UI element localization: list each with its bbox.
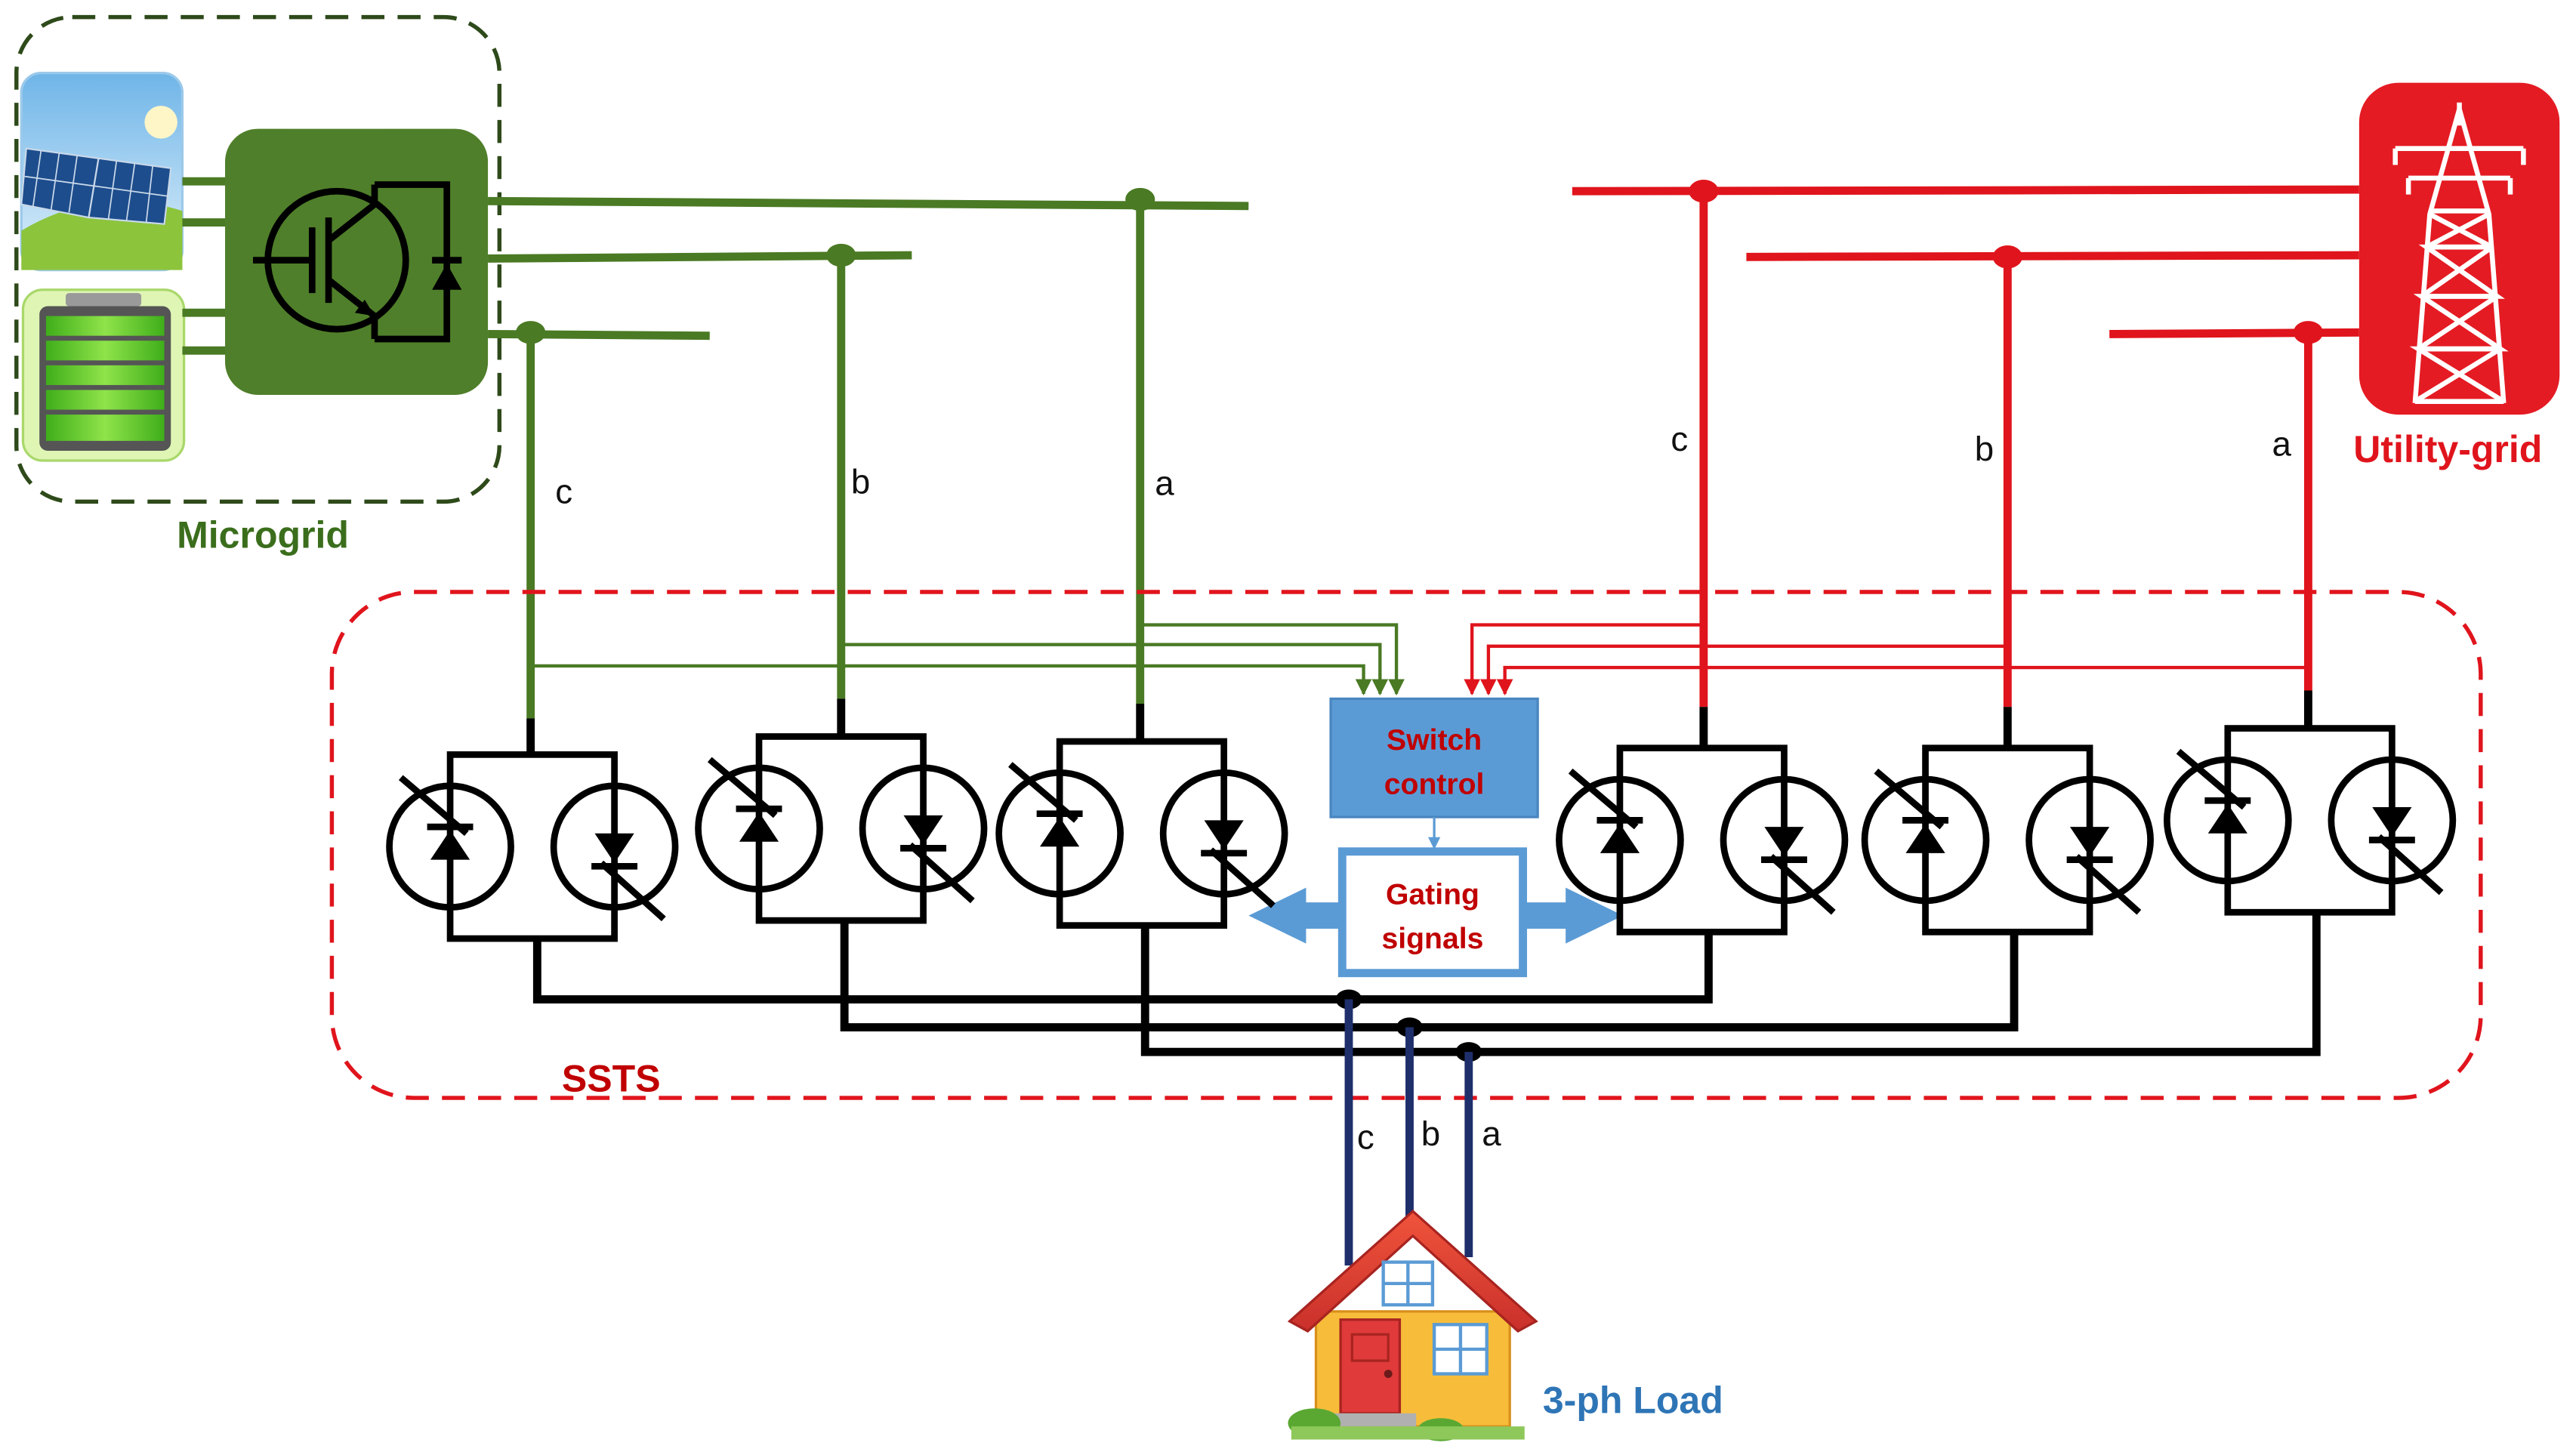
microgrid-label: Microgrid <box>177 513 349 556</box>
thyristor-pair-ug-b <box>1865 748 2151 932</box>
thyristor-pair-ug-a <box>2167 729 2453 913</box>
gating-line2: signals <box>1381 923 1483 955</box>
utility-buses <box>1572 185 2359 707</box>
thyristor-pair-mg-a <box>999 741 1285 926</box>
gating-arrows <box>1248 887 1624 944</box>
thyristor-pair-mg-b <box>699 736 985 920</box>
microgrid-buses <box>488 196 1249 719</box>
load-phase-b: b <box>1421 1114 1440 1153</box>
switch-control-line2: control <box>1384 769 1485 801</box>
ssts-boundary <box>329 590 2483 1100</box>
load-phase-a: a <box>1482 1114 1501 1153</box>
load-label: 3-ph Load <box>1543 1379 1723 1422</box>
thyristor-pair-mg-c <box>390 754 676 939</box>
load-phase-c: c <box>1357 1117 1374 1156</box>
house-icon <box>1287 1209 1538 1441</box>
utility-phase-c: c <box>1671 420 1688 458</box>
thyristor-pair-ug-c <box>1559 748 1845 932</box>
battery-icon <box>21 288 186 462</box>
gating-signals-block: Gating signals <box>1337 847 1528 978</box>
utility-phase-b: b <box>1975 430 1994 468</box>
output-bus <box>532 912 2321 1056</box>
transmission-tower-icon <box>2359 82 2560 415</box>
microgrid-phase-c: c <box>555 473 572 511</box>
microgrid-boundary <box>14 14 502 504</box>
utility-phase-a: a <box>2272 424 2292 463</box>
utility-grid-label: Utility-grid <box>2353 428 2542 470</box>
microgrid-sense-wires <box>530 623 1405 696</box>
utility-sense-wires <box>1464 623 2309 696</box>
switch-control-block: Switch control <box>1329 697 1539 818</box>
microgrid-phase-b: b <box>851 463 870 501</box>
switch-control-line1: Switch <box>1387 724 1482 757</box>
igbt-converter-icon <box>225 128 489 395</box>
gating-line1: Gating <box>1386 878 1479 911</box>
ssts-label: SSTS <box>562 1057 661 1099</box>
load-feeders <box>1344 999 1473 1265</box>
utility-grid-group: Utility-grid <box>2353 82 2560 470</box>
solar-panel-icon <box>20 71 184 272</box>
microgrid-phase-a: a <box>1155 464 1174 503</box>
microgrid-group: Microgrid <box>14 14 502 556</box>
